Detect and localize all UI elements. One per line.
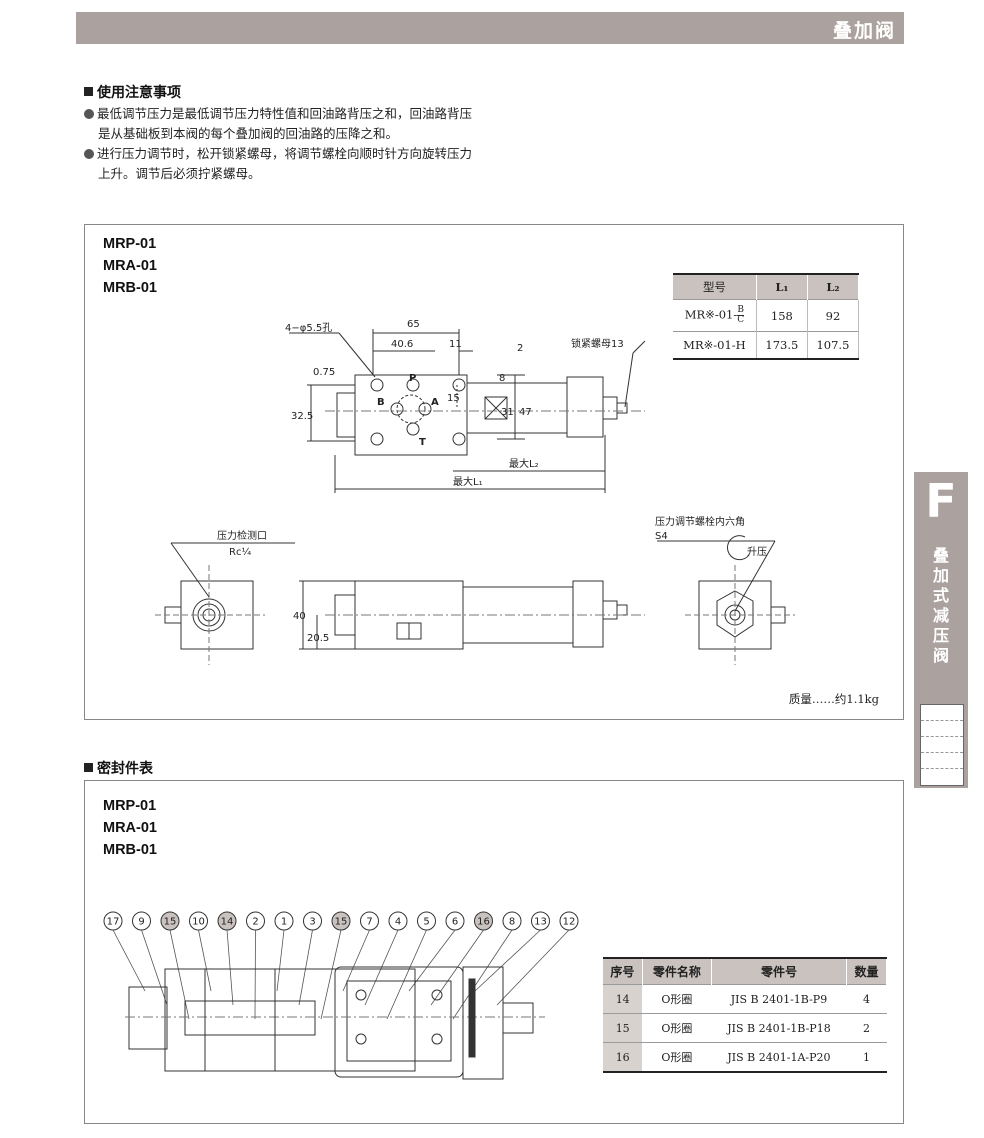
svg-text:47: 47 [519, 407, 532, 418]
svg-text:15: 15 [447, 393, 460, 404]
side-tab-letter: F [925, 474, 957, 528]
callout-number: 16 [477, 917, 490, 928]
note-item: 最低调节压力是最低调节压力特性值和回油路背压之和，回油路背压 [84, 104, 564, 124]
model-list: MRP-01 MRA-01 MRB-01 [103, 236, 157, 296]
svg-text:32.5: 32.5 [291, 411, 313, 422]
table-row: 16 O形圈 JIS B 2401-1A-P20 1 [603, 1042, 887, 1072]
side-tab: F 叠 加 式 减 压 阀 [914, 472, 968, 788]
locknut-label: 锁紧螺母13 [571, 337, 624, 350]
square-bullet-icon [84, 763, 93, 772]
svg-text:T: T [419, 437, 426, 448]
callout-leader [474, 929, 541, 992]
callout-leader [386, 929, 427, 1020]
callout-leader [169, 929, 190, 1020]
svg-text:11: 11 [449, 339, 462, 350]
svg-text:最大L₁: 最大L₁ [453, 475, 483, 488]
svg-text:0.75: 0.75 [313, 367, 335, 378]
table-row: MR※-01-H 173.5 107.5 [673, 331, 860, 359]
square-bullet-icon [84, 87, 93, 96]
note-item-cont: 是从基础板到本阀的每个叠加阀的回油路的压降之和。 [98, 126, 399, 141]
mass-label: 质量……约1.1kg [788, 692, 879, 706]
callout-number: 5 [423, 917, 429, 928]
svg-text:最大L₂: 最大L₂ [509, 457, 539, 470]
bullet-dot-icon [84, 109, 94, 119]
callout-leader [408, 929, 456, 992]
note-item-cont: 上升。调节后必须拧紧螺母。 [98, 166, 261, 181]
svg-text:S4: S4 [655, 531, 668, 542]
adjust-bolt-label: 压力调节螺栓内六角 [655, 515, 745, 528]
callout-number: 14 [221, 917, 234, 928]
callout-number: 13 [534, 917, 547, 928]
callout-leader [254, 929, 256, 1020]
callout-number: 4 [395, 917, 401, 928]
callout-number: 2 [252, 917, 258, 928]
callout-leader [112, 929, 146, 992]
seal-heading: 密封件表 [84, 758, 153, 778]
callout-number: 6 [452, 917, 458, 928]
table-row: 15 O形圈 JIS B 2401-1B-P18 2 [603, 1013, 887, 1043]
svg-text:8: 8 [499, 373, 505, 384]
side-tab-grid [920, 704, 964, 786]
callout-number: 15 [335, 917, 348, 928]
callout-leader [496, 929, 570, 1006]
callout-leader [298, 929, 313, 1006]
callout-number: 8 [509, 917, 515, 928]
dimension-drawing: 4−φ5.5孔 65 40.6 11 2 0.75 32.5 15 8 31 4… [155, 319, 795, 665]
svg-text:B: B [377, 397, 385, 408]
svg-text:31: 31 [501, 407, 514, 418]
note-item: 进行压力调节时，松开锁紧螺母，将调节螺栓向顺时针方向旋转压力 [84, 144, 564, 164]
svg-text:A: A [431, 397, 439, 408]
svg-text:P: P [409, 373, 416, 384]
svg-text:Rc¼: Rc¼ [229, 546, 251, 558]
callout-leader [226, 929, 234, 1006]
callout-number: 15 [164, 917, 177, 928]
svg-text:65: 65 [407, 319, 420, 330]
callout-leader [141, 929, 168, 1006]
header-title: 叠加阀 [832, 20, 896, 42]
callout-number: 9 [138, 917, 144, 928]
seal-table: 序号 零件名称 零件号 数量 14 O形圈 JIS B 2401-1B-P9 4… [603, 957, 888, 1073]
svg-text:2: 2 [517, 343, 523, 354]
svg-text:升压: 升压 [747, 546, 767, 558]
model-list: MRP-01 MRA-01 MRB-01 [103, 798, 157, 858]
callout-number: 1 [281, 917, 287, 928]
header-bar: 叠加阀 [76, 12, 904, 44]
svg-text:40.6: 40.6 [391, 339, 413, 350]
callout-number: 3 [309, 917, 315, 928]
callout-leader [320, 929, 342, 1020]
callout-number: 7 [366, 917, 372, 928]
table-row: 14 O形圈 JIS B 2401-1B-P9 4 [603, 984, 887, 1014]
callout-number: 17 [107, 917, 120, 928]
bullet-dot-icon [84, 149, 94, 159]
notes-heading: 使用注意事项 [84, 82, 181, 102]
side-tab-text: 叠 加 式 减 压 阀 [932, 546, 949, 665]
callout-leader [276, 929, 285, 992]
callout-number: 12 [563, 917, 576, 928]
notes-list: 最低调节压力是最低调节压力特性值和回油路背压之和，回油路背压 是从基础板到本阀的… [84, 104, 564, 184]
callout-number: 10 [192, 917, 205, 928]
svg-text:40: 40 [293, 611, 306, 622]
svg-text:20.5: 20.5 [307, 633, 329, 644]
gauge-port-label: 压力检测口 [217, 529, 267, 542]
hole-label: 4−φ5.5孔 [285, 322, 332, 334]
callout-circle [331, 911, 351, 931]
callout-leader [198, 929, 212, 992]
